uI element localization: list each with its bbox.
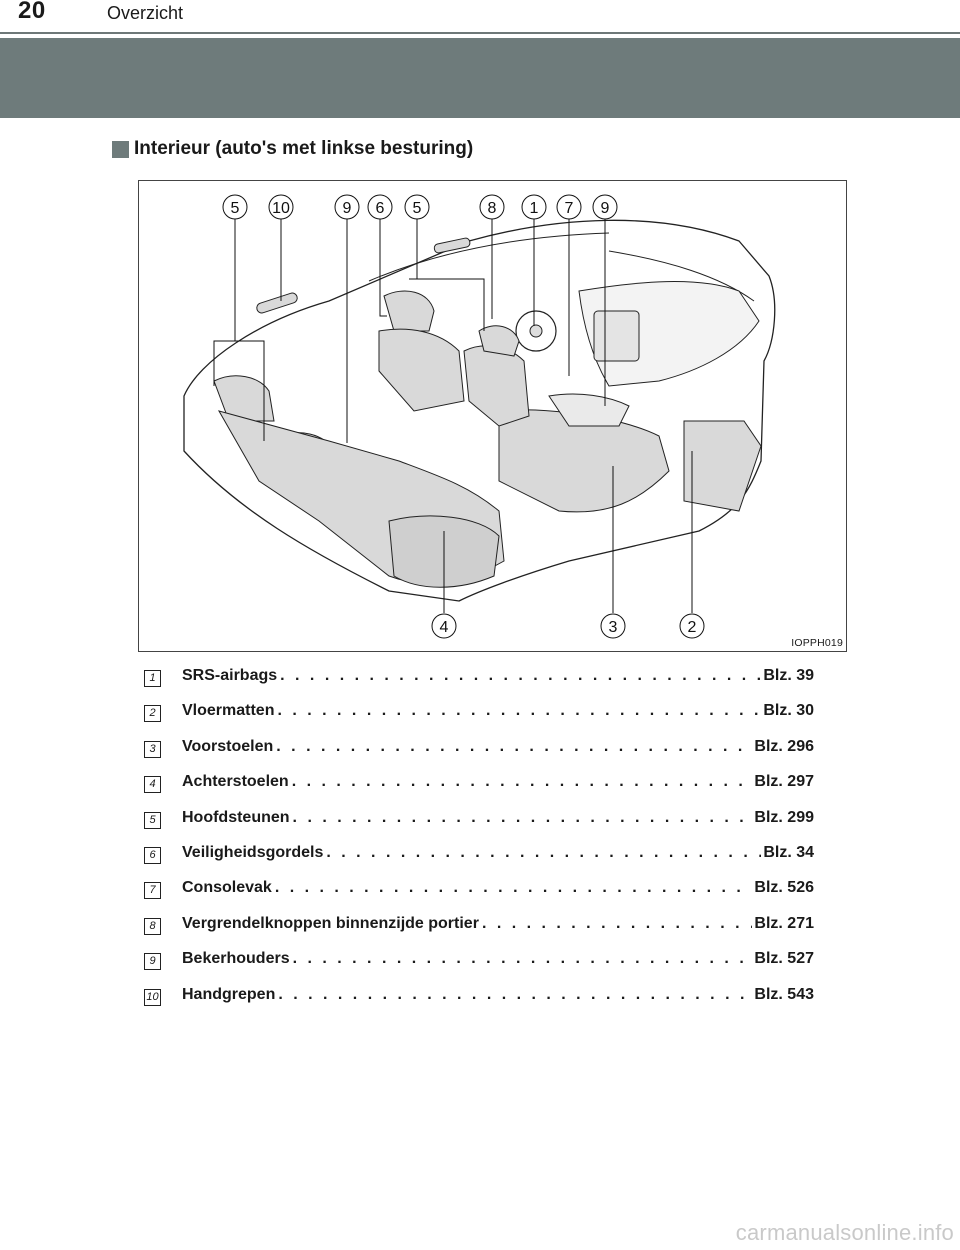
dot-leader: [293, 950, 753, 968]
item-label: Consolevak: [182, 879, 272, 897]
callout-top-label: 8: [488, 200, 497, 217]
callout-top-label: 5: [413, 200, 422, 217]
callout-top-label: 9: [343, 200, 352, 217]
dot-leader: [280, 667, 761, 685]
callout-top-label: 1: [530, 200, 539, 217]
watermark: carmanualsonline.info: [735, 1220, 954, 1245]
item-label: Vloermatten: [182, 702, 275, 720]
header-rule: [0, 32, 960, 34]
dot-leader: [278, 986, 752, 1004]
item-label: Hoofdsteunen: [182, 808, 290, 826]
item-label: SRS-airbags: [182, 667, 278, 684]
dot-leader: [277, 702, 761, 720]
list-item: 6 Veiligheidsgordels Blz. 34: [144, 841, 814, 876]
callout-top-label: 5: [231, 200, 240, 217]
page-reference: Blz. 296: [754, 737, 814, 755]
subheading: Interieur (auto's met linkse besturing): [112, 138, 473, 160]
page-reference: Blz. 34: [763, 843, 814, 861]
callout-top-label: 7: [565, 200, 574, 217]
dot-leader: [293, 809, 753, 827]
item-number: 8: [144, 917, 161, 935]
item-label: Handgrepen: [182, 985, 276, 1003]
list-item: 5 Hoofdsteunen Blz. 299: [144, 806, 814, 841]
item-label: Bekerhouders: [182, 950, 290, 968]
callout-bottom-label: 4: [440, 619, 449, 636]
dot-leader: [276, 738, 752, 756]
list-item: 1 SRS-airbags Blz. 39: [144, 664, 814, 699]
page-reference: Blz. 527: [754, 950, 814, 968]
page-reference: Blz. 299: [754, 808, 814, 826]
item-label: Veiligheidsgordels: [182, 843, 324, 861]
callout-bottom-label: 2: [688, 619, 697, 636]
callouts-top: 5 10 9 6 5 8 1 7 9: [222, 194, 618, 220]
item-number: 5: [144, 811, 161, 829]
item-number: 10: [144, 988, 161, 1006]
page-reference: Blz. 297: [754, 773, 814, 791]
page-number: 20: [18, 0, 46, 24]
header-band: [0, 38, 960, 118]
dot-leader: [482, 915, 752, 933]
item-number: 7: [144, 882, 161, 900]
dot-leader: [275, 879, 753, 897]
list-item: 4 Achterstoelen Blz. 297: [144, 770, 814, 805]
dot-leader: [326, 844, 761, 862]
car-interior-drawing: 5 10 9 6 5 8 1 7 9 4 3 2: [183, 194, 776, 639]
section-title: Overzicht: [107, 3, 184, 23]
item-number: 3: [144, 740, 161, 758]
item-number: 4: [144, 776, 161, 794]
item-label: Voorstoelen: [182, 737, 274, 755]
legend-list: 1 SRS-airbags Blz. 39 2 Vloermatten Blz.…: [144, 664, 814, 1018]
square-bullet-icon: [112, 140, 129, 158]
subheading-text: Interieur (auto's met linkse besturing): [134, 138, 474, 159]
page-reference: Blz. 543: [754, 985, 814, 1003]
list-item: 7 Consolevak Blz. 526: [144, 876, 814, 911]
callout-bottom-label: 3: [609, 619, 618, 636]
page-reference: Blz. 271: [754, 914, 814, 932]
item-label: Achterstoelen: [182, 773, 289, 791]
item-number: 9: [144, 953, 161, 971]
list-item: 2 Vloermatten Blz. 30: [144, 699, 814, 734]
figure-code: IOPPH019: [791, 637, 843, 649]
page-reference: Blz. 526: [754, 879, 814, 897]
interior-illustration: 5 10 9 6 5 8 1 7 9 4 3 2 IOPPH019: [138, 180, 847, 652]
list-item: 9 Bekerhouders Blz. 527: [144, 947, 814, 982]
list-item: 10 Handgrepen Blz. 543: [144, 983, 814, 1018]
callouts-bottom: 4 3 2: [431, 613, 705, 639]
dot-leader: [292, 773, 753, 791]
callout-top-label: 9: [601, 200, 610, 217]
list-item: 8 Vergrendelknoppen binnenzijde portier …: [144, 912, 814, 947]
item-number: 6: [144, 846, 161, 864]
item-label: Vergrendelknoppen binnenzijde portier: [182, 914, 479, 932]
item-number: 2: [144, 705, 161, 723]
callout-top-label: 6: [376, 200, 385, 217]
callout-top-label: 10: [272, 200, 290, 217]
page-reference: Blz. 39: [763, 667, 814, 684]
list-item: 3 Voorstoelen Blz. 296: [144, 735, 814, 770]
item-number: 1: [144, 670, 161, 687]
page-reference: Blz. 30: [763, 702, 814, 720]
